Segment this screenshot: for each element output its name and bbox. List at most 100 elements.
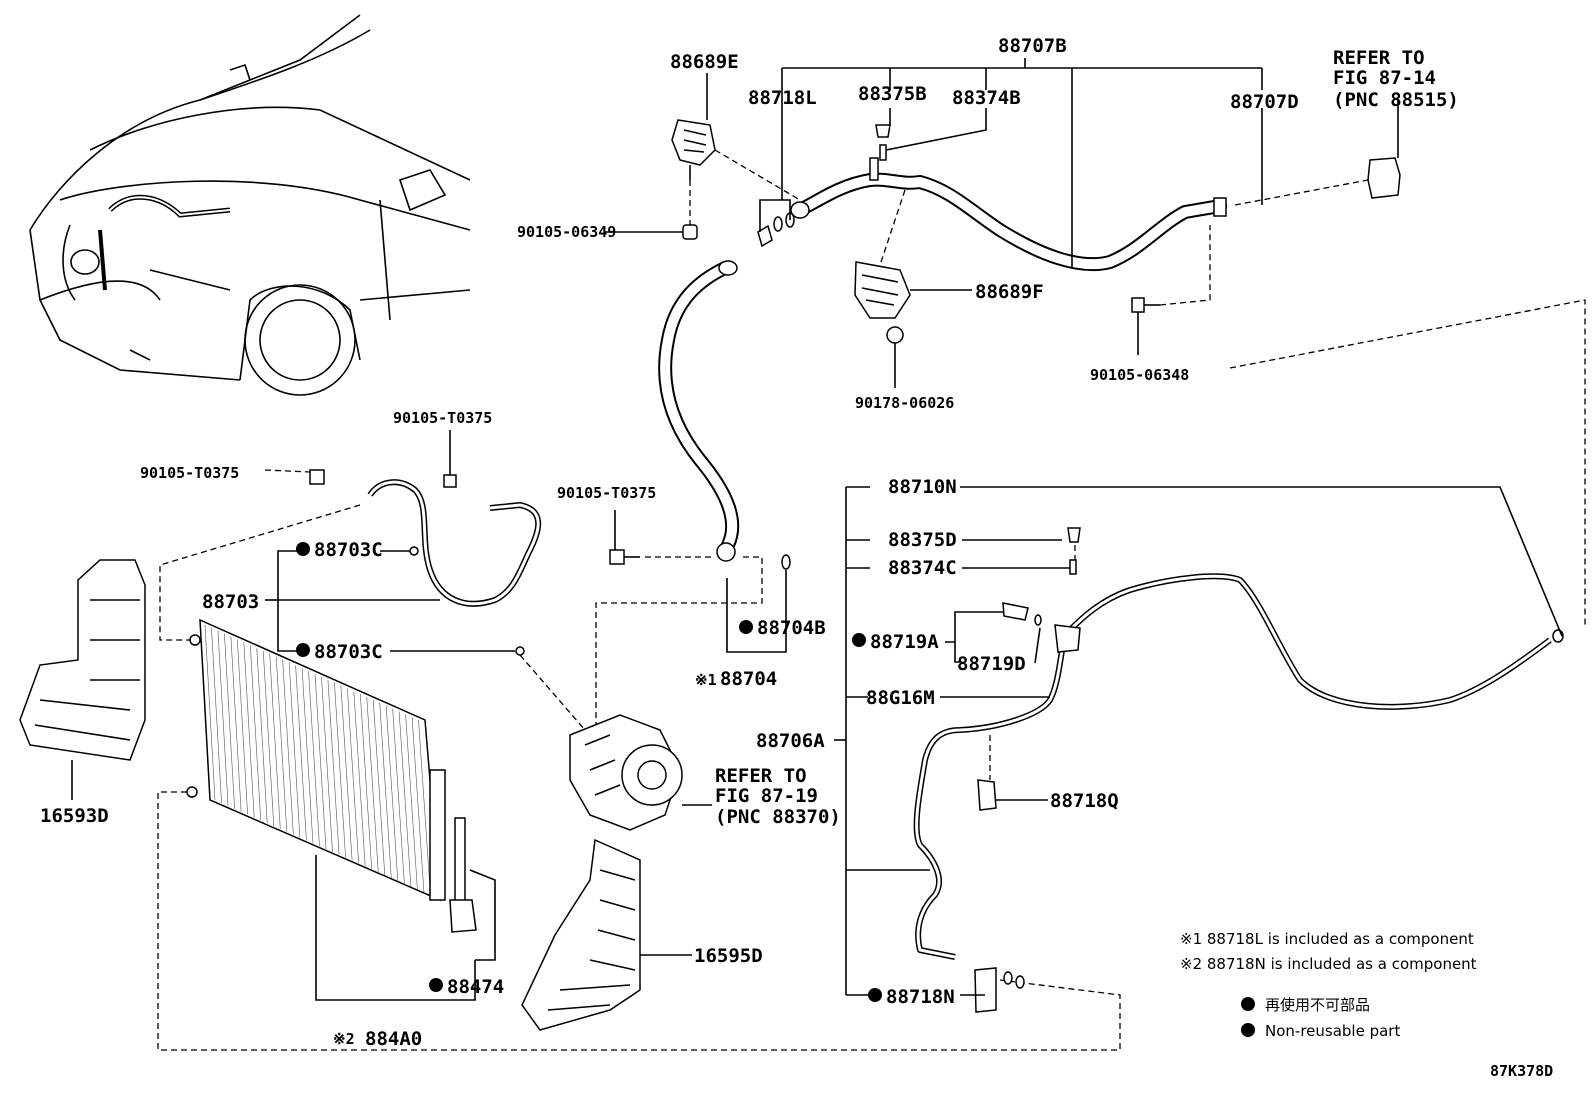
cap-88375B [875, 124, 891, 138]
condenser-fin [366, 697, 379, 873]
label-90105-T0375-mid: 90105-T0375 [557, 484, 656, 502]
label-88703C-top: 88703C [314, 539, 383, 561]
condenser-fin [392, 708, 405, 884]
refer-fig-87-14-line1: REFER TO [1333, 47, 1425, 69]
label-88375D: 88375D [888, 529, 957, 551]
condenser-fin [405, 714, 418, 890]
legend-en: Non-reusable part [1265, 1022, 1400, 1040]
label-88474: 88474 [447, 976, 504, 998]
label-88718Q: 88718Q [1050, 790, 1119, 812]
condenser-fin [256, 648, 268, 824]
condenser-fin [418, 720, 431, 896]
mark-88704: ※1 [695, 671, 717, 689]
label-90105-T0375-left: 90105-T0375 [140, 464, 239, 482]
condenser-fin [308, 671, 320, 847]
condenser-fin [288, 662, 301, 838]
liquid-pipe-88706A [913, 527, 1564, 1013]
diagram-id: 87K378D [1490, 1062, 1553, 1080]
top-dashes [689, 149, 1586, 625]
condenser-fin [269, 653, 281, 829]
condenser-leaders [157, 791, 1121, 1051]
compressor [519, 654, 712, 831]
refer-fig-87-19-line2: FIG 87-19 [715, 785, 818, 807]
valve-core-88374B [879, 144, 887, 161]
legend-dot-en [1241, 1023, 1255, 1037]
label-90105-06349: 90105-06349 [517, 223, 616, 241]
label-88718N: 88718N [886, 986, 955, 1008]
condenser-fin [314, 673, 327, 850]
air-guide-16595D [521, 838, 692, 1031]
condenser-fin [230, 636, 242, 812]
label-88707B: 88707B [998, 35, 1067, 57]
nonreusable-dot-88703C-top [296, 542, 310, 556]
label-88689E: 88689E [670, 51, 739, 73]
condenser-fin [211, 627, 222, 803]
orings-88718L [757, 212, 795, 248]
bolt-90105-06348 [1131, 297, 1160, 313]
note-2: ※2 88718N is included as a component [1180, 955, 1477, 973]
condenser-fin [398, 711, 412, 887]
condenser-fin [301, 668, 314, 844]
liquid-pipe-leaders [159, 430, 515, 652]
condenser-fin [411, 717, 425, 893]
condenser-fin [249, 645, 262, 821]
note-1: ※1 88718L is included as a component [1180, 930, 1474, 948]
refer-fig-87-19-line3: (PNC 88370) [715, 806, 841, 828]
condenser-fin [321, 676, 333, 852]
air-guide-16593D [19, 559, 146, 800]
label-884A0: 884A0 [365, 1028, 422, 1050]
label-88710N: 88710N [888, 476, 957, 498]
condenser-fin [359, 694, 373, 870]
discharge-hose-88704 [609, 260, 791, 570]
vehicle-illustration [29, 14, 471, 396]
discharge-leaders [595, 510, 787, 730]
mark-884A0: ※2 [333, 1030, 355, 1048]
refer-fig-87-14-line3: (PNC 88515) [1333, 89, 1459, 111]
bracket-88689E [671, 119, 716, 240]
label-88703: 88703 [202, 591, 259, 613]
label-90105-06348: 90105-06348 [1090, 366, 1189, 384]
condenser-fin [217, 630, 229, 806]
label-88719A: 88719A [870, 631, 939, 653]
nonreusable-dot-88718N [868, 988, 882, 1002]
condenser-fin [334, 682, 346, 858]
legend-dot-jp [1241, 997, 1255, 1011]
liquid-pipe-88703 [309, 469, 542, 656]
right-leaders [834, 486, 1563, 996]
suction-hose-88707B [790, 157, 1227, 272]
condenser-fin [204, 624, 216, 801]
connector-fig-87-14 [1367, 157, 1401, 199]
label-16595D: 16595D [694, 945, 763, 967]
bracket-88689F [854, 261, 911, 344]
label-88707D: 88707D [1230, 91, 1299, 113]
label-88703C-bottom: 88703C [314, 641, 383, 663]
label-88G16M: 88G16M [866, 687, 935, 709]
condenser-fin [262, 650, 275, 826]
top-leaders [605, 58, 1399, 388]
condenser-fin [282, 659, 294, 835]
refer-fig-87-19-line1: REFER TO [715, 765, 807, 787]
condenser-fin [243, 642, 255, 818]
label-16593D: 16593D [40, 805, 109, 827]
condenser-fin [379, 702, 392, 878]
label-88719D: 88719D [957, 653, 1026, 675]
condenser-fin [372, 699, 386, 875]
nonreusable-dot-88474 [429, 978, 443, 992]
condenser-fin [224, 633, 235, 809]
label-88375B: 88375B [858, 83, 927, 105]
label-88704: 88704 [720, 668, 777, 690]
label-88718L: 88718L [748, 87, 817, 109]
label-90105-T0375-top: 90105-T0375 [393, 409, 492, 427]
condenser-fin [347, 688, 359, 864]
condenser-fin [353, 691, 366, 867]
nonreusable-dot-88703C-bottom [296, 643, 310, 657]
legend-jp: 再使用不可部品 [1265, 996, 1370, 1014]
label-88689F: 88689F [975, 281, 1044, 303]
label-88374B: 88374B [952, 87, 1021, 109]
condenser-fin [340, 685, 353, 861]
nonreusable-dot-88704B [739, 620, 753, 634]
condenser-fin [385, 705, 399, 881]
label-88374C: 88374C [888, 557, 957, 579]
condenser-fin [237, 639, 248, 815]
